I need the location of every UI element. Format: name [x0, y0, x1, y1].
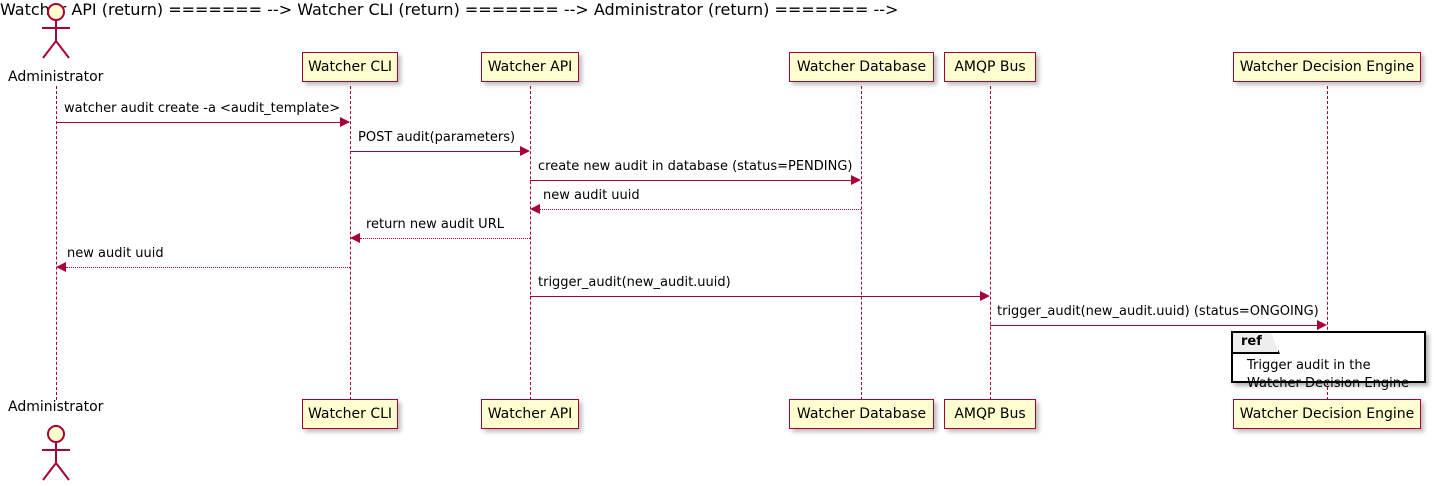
participant-label: Watcher Database — [796, 59, 927, 75]
participant-label: AMQP Bus — [954, 59, 1026, 75]
participant-watcher-cli-top[interactable]: Watcher CLI — [302, 52, 398, 82]
participant-amqp-bus-top[interactable]: AMQP Bus — [944, 52, 1036, 82]
participant-watcher-api-top[interactable]: Watcher API — [481, 52, 579, 82]
lifeline-watcher-decision-engine — [1327, 86, 1328, 400]
arrowhead-right-3 — [851, 175, 861, 185]
message-arrow-2 — [350, 151, 520, 152]
ref-fragment[interactable]: ref Trigger audit in the Watcher Decisio… — [1231, 331, 1426, 391]
participant-watcher-decision-engine-bottom[interactable]: Watcher Decision Engine — [1233, 399, 1421, 429]
arrowhead-right-8 — [1317, 320, 1327, 330]
participant-watcher-decision-engine-top[interactable]: Watcher Decision Engine — [1233, 52, 1421, 82]
arrowhead-right-2 — [520, 146, 530, 156]
participant-label: Watcher CLI — [307, 59, 393, 75]
lifeline-watcher-cli — [350, 86, 351, 400]
ref-fragment-tab-label: ref — [1233, 333, 1280, 354]
arrowhead-right-1 — [340, 117, 350, 127]
message-label-1: watcher audit create -a <audit_template> — [64, 101, 341, 116]
message-label-3: create new audit in database (status=PEN… — [538, 159, 853, 174]
participant-watcher-api-bottom[interactable]: Watcher API — [481, 399, 579, 429]
actor-administrator-bottom — [42, 425, 70, 481]
message-arrow-6 — [66, 267, 350, 268]
message-label-7: trigger_audit(new_audit.uuid) — [538, 275, 731, 290]
lifeline-watcher-database — [861, 86, 862, 400]
arrowhead-left-5 — [350, 233, 360, 243]
message-arrow-3 — [530, 180, 851, 181]
participant-label: Watcher Decision Engine — [1239, 406, 1415, 422]
actor-label-administrator-top: Administrator — [8, 69, 104, 85]
participant-amqp-bus-bottom[interactable]: AMQP Bus — [944, 399, 1036, 429]
message-label-6: new audit uuid — [67, 246, 164, 261]
message-label-5: return new audit URL — [366, 217, 504, 232]
actor-label-administrator-bottom: Administrator — [8, 399, 104, 415]
arrowhead-right-7 — [980, 291, 990, 301]
message-arrow-4 — [540, 209, 861, 210]
message-arrow-7 — [530, 296, 980, 297]
ref-fragment-body: Trigger audit in the Watcher Decision En… — [1247, 358, 1409, 391]
lifeline-administrator — [56, 86, 57, 400]
message-label-2: POST audit(parameters) — [358, 130, 516, 145]
arrowhead-left-4 — [530, 204, 540, 214]
participant-label: Watcher API — [487, 59, 573, 75]
actor-administrator-top — [42, 3, 70, 59]
message-arrow-8 — [990, 325, 1317, 326]
message-arrow-1 — [56, 122, 340, 123]
participant-label: AMQP Bus — [954, 406, 1026, 422]
message-label-4: new audit uuid — [543, 188, 640, 203]
participant-watcher-cli-bottom[interactable]: Watcher CLI — [302, 399, 398, 429]
message-arrow-5 — [360, 238, 530, 239]
participant-label: Watcher Decision Engine — [1239, 59, 1415, 75]
arrowhead-left-6 — [56, 262, 66, 272]
participant-watcher-database-bottom[interactable]: Watcher Database — [789, 399, 934, 429]
message-label-8: trigger_audit(new_audit.uuid) (status=ON… — [997, 304, 1319, 319]
participant-label: Watcher Database — [796, 406, 927, 422]
lifeline-watcher-api — [530, 86, 531, 400]
participant-watcher-database-top[interactable]: Watcher Database — [789, 52, 934, 82]
participant-label: Watcher API — [487, 406, 573, 422]
lifeline-amqp-bus — [990, 86, 991, 400]
participant-label: Watcher CLI — [307, 406, 393, 422]
